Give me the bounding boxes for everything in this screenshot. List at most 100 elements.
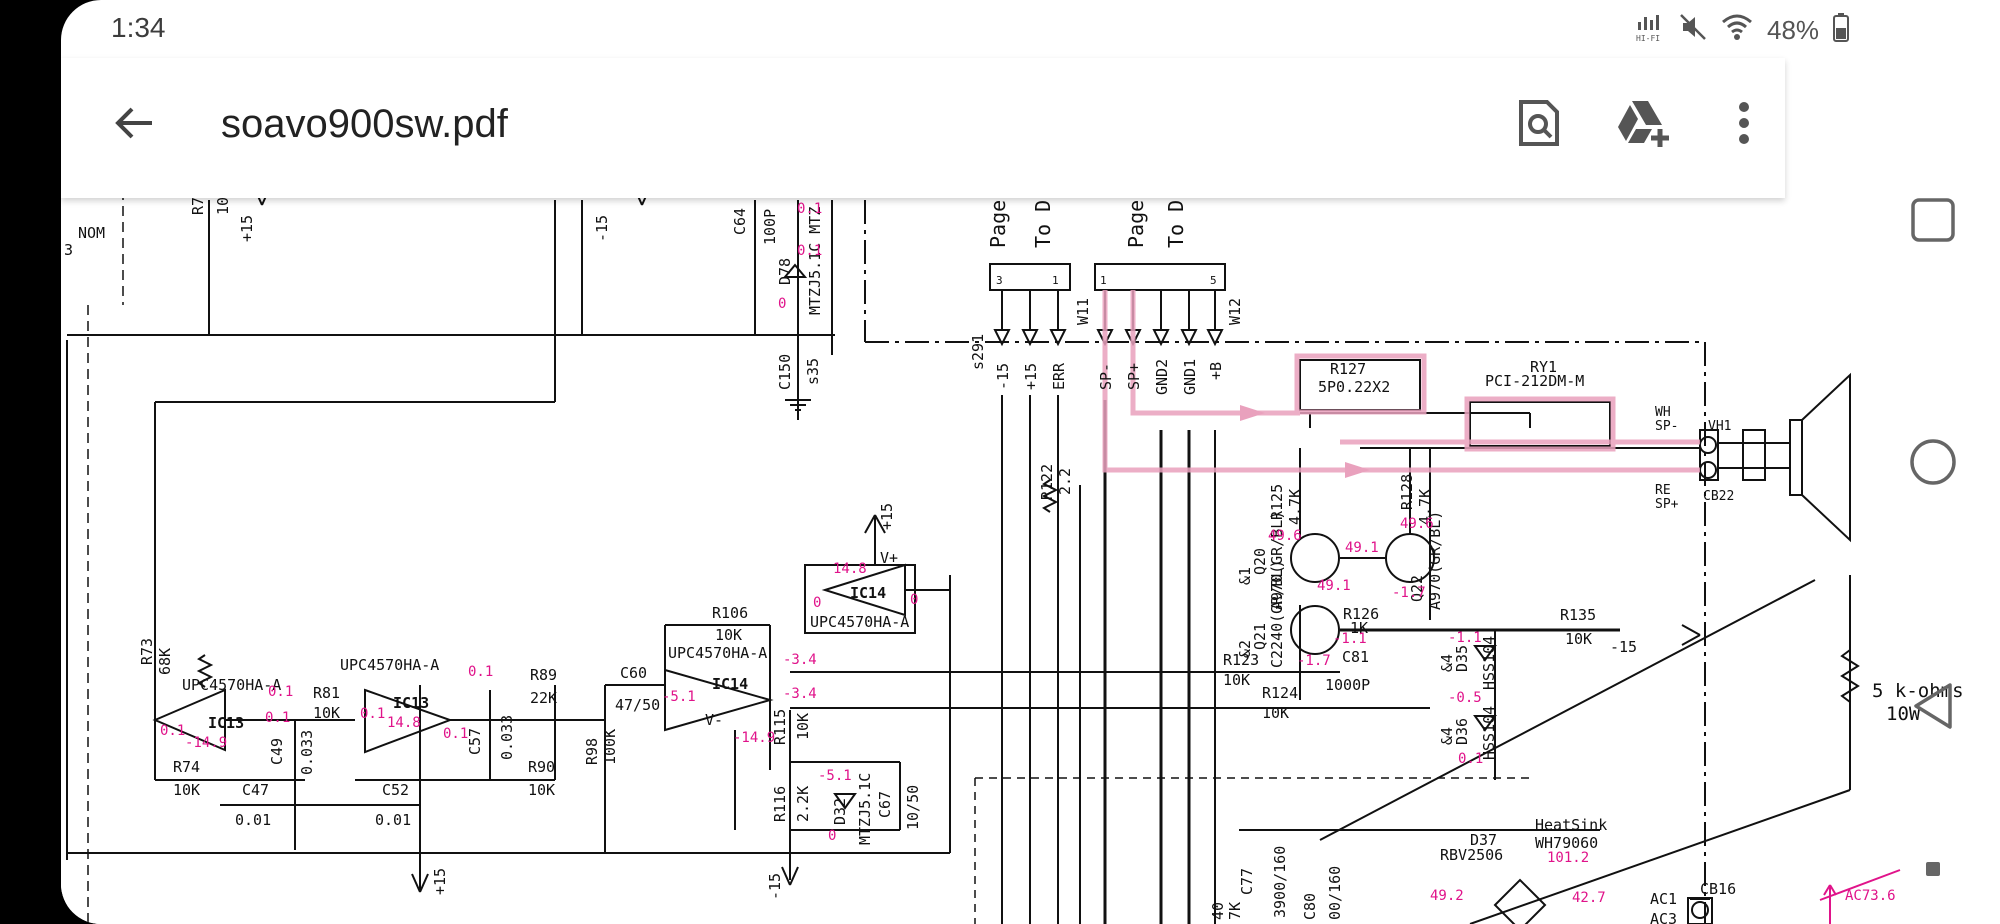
pin-p15: +15 xyxy=(1022,363,1040,390)
label-v40: 40 xyxy=(1209,902,1227,920)
back-button[interactable] xyxy=(99,88,169,158)
label-r127: R127 xyxy=(1330,360,1366,378)
voltage-reading: 49.2 xyxy=(1430,888,1464,904)
label-r126-value: 1K xyxy=(1350,619,1368,637)
find-in-page-button[interactable] xyxy=(1504,88,1574,158)
label-q20: Q20 xyxy=(1251,548,1269,575)
label-cb16: CB16 xyxy=(1700,880,1736,898)
label-c49-value: 0.033 xyxy=(298,730,316,775)
find-in-page-icon xyxy=(1519,100,1559,146)
document-title: soavo900sw.pdf xyxy=(221,102,508,146)
nav-indicator-dot xyxy=(1926,862,1940,876)
voltage-reading: 0 xyxy=(778,296,786,312)
schematic-drawing: Page To DI Page To DI NOM 3 R7 10K +15 -… xyxy=(64,186,1964,924)
label-d37: D37 xyxy=(1470,831,1497,849)
label-d78-value: MTZJ5.1C MTZ xyxy=(806,207,824,315)
label-m15a: -15 xyxy=(593,215,611,242)
label-c57-value: 0.033 xyxy=(498,715,516,760)
label-r115-value: 10K xyxy=(794,713,812,740)
label-r74: R74 xyxy=(173,758,200,776)
recents-button[interactable] xyxy=(1903,190,1963,250)
voltage-reading: -14.9 xyxy=(733,730,775,746)
pdf-page-viewer[interactable]: Page To DI Page To DI NOM 3 R7 10K +15 -… xyxy=(61,58,2000,924)
label-q22: Q22 xyxy=(1408,575,1426,602)
home-button[interactable] xyxy=(1903,432,1963,492)
label-r98: R98 xyxy=(583,738,601,765)
voltage-reading: 14.8 xyxy=(387,715,421,731)
system-back-button[interactable] xyxy=(1903,676,1963,736)
label-c67: C67 xyxy=(876,791,894,818)
pin-gnd2: GND2 xyxy=(1153,359,1171,395)
label-d36-k: &4 xyxy=(1438,727,1456,745)
voltage-reading: 0.1 xyxy=(468,664,493,680)
voltage-reading: 0.1 xyxy=(797,243,822,259)
add-to-drive-button[interactable] xyxy=(1609,88,1679,158)
label-num3: 3 xyxy=(64,241,73,259)
label-ic13a-part: UPC4570HA-A xyxy=(182,676,281,694)
label-c80-value: 00/160 xyxy=(1326,866,1344,920)
battery-percent: 48% xyxy=(1767,15,1820,45)
label-s35: s35 xyxy=(804,358,822,385)
label-r81-value: 10K xyxy=(313,704,340,722)
label-r106-value: 10K xyxy=(715,626,742,644)
label-r123: R123 xyxy=(1223,651,1259,669)
label-d35-k: &4 xyxy=(1438,654,1456,672)
back-triangle-icon xyxy=(1914,683,1952,729)
label-wh: WH xyxy=(1655,405,1671,420)
label-m15c: -15 xyxy=(1610,638,1637,656)
arrow-back-icon xyxy=(115,107,152,139)
label-c52-value: 0.01 xyxy=(375,811,411,829)
pin-err: ERR xyxy=(1050,362,1068,390)
app-bar: soavo900sw.pdf xyxy=(61,58,1785,198)
label-q20-value: A970(GR/BL) xyxy=(1268,511,1286,610)
label-load: 5 k-ohms xyxy=(1872,680,1964,702)
voltage-reading: -1.1 xyxy=(1333,631,1367,647)
label-s291: s291 xyxy=(969,334,987,370)
voltage-reading: 0.1 xyxy=(268,684,293,700)
voltage-reading: 0 xyxy=(813,595,821,611)
label-d35-value: HSS104 xyxy=(1480,636,1498,690)
phone-screen: 1:34 HI-FI xyxy=(61,0,2000,924)
label-r90-value: 10K xyxy=(528,781,555,799)
voltage-reading: 49.6 xyxy=(1400,516,1434,532)
connector1-pin3: 3 xyxy=(996,274,1003,287)
label-c77-value: 3900/160 xyxy=(1271,846,1289,918)
label-q21: Q21 xyxy=(1251,623,1269,650)
label-re: RE xyxy=(1655,483,1671,498)
label-d32-value: MTZJ5.1C xyxy=(856,773,874,845)
more-options-button[interactable] xyxy=(1709,88,1779,158)
label-p15a: +15 xyxy=(238,215,256,242)
label-heatsink: HeatSink xyxy=(1535,816,1607,834)
label-p15c: +15 xyxy=(431,868,449,895)
label-heatsink-part: WH79060 xyxy=(1535,834,1598,852)
label-ry1-value: PCI-212DM-M xyxy=(1485,372,1584,390)
label-ic13b-part: UPC4570HA-A xyxy=(340,656,439,674)
label-d36-value: HSS104 xyxy=(1480,706,1498,760)
label-r116-value: 2.2K xyxy=(794,786,812,822)
label-c77: C77 xyxy=(1238,868,1256,895)
label-v7k: 7K xyxy=(1226,902,1244,920)
label-q21-value: C2240(GR/BL) xyxy=(1268,560,1286,668)
label-m15b: -15 xyxy=(766,873,784,900)
label-w11: W11 xyxy=(1074,298,1092,325)
pin-plus-b: +B xyxy=(1207,362,1225,380)
label-ic14-part: UPC4570HA-A xyxy=(668,644,767,662)
label-d37-value: RBV2506 xyxy=(1440,846,1503,864)
label-re-sp: SP+ xyxy=(1655,497,1679,512)
label-r73: R73 xyxy=(138,638,156,665)
label-w12: W12 xyxy=(1226,298,1244,325)
label-vminus: V- xyxy=(705,711,723,729)
label-r124: R124 xyxy=(1262,684,1298,702)
recents-square-icon xyxy=(1911,198,1955,242)
label-r128-value: 4.7K xyxy=(1416,489,1434,525)
clock: 1:34 xyxy=(111,12,166,43)
label-c52: C52 xyxy=(382,781,409,799)
navigation-bar xyxy=(1885,0,2000,924)
voltage-reading: -1.1 xyxy=(1448,630,1482,646)
voltage-reading: 0.1 xyxy=(160,723,185,739)
voltage-reading: 42.7 xyxy=(1572,890,1606,906)
label-c57: C57 xyxy=(466,728,484,755)
label-r123-value: 10K xyxy=(1223,671,1250,689)
label-ic13b: IC13 xyxy=(393,694,429,712)
label-d35: D35 xyxy=(1453,645,1471,672)
